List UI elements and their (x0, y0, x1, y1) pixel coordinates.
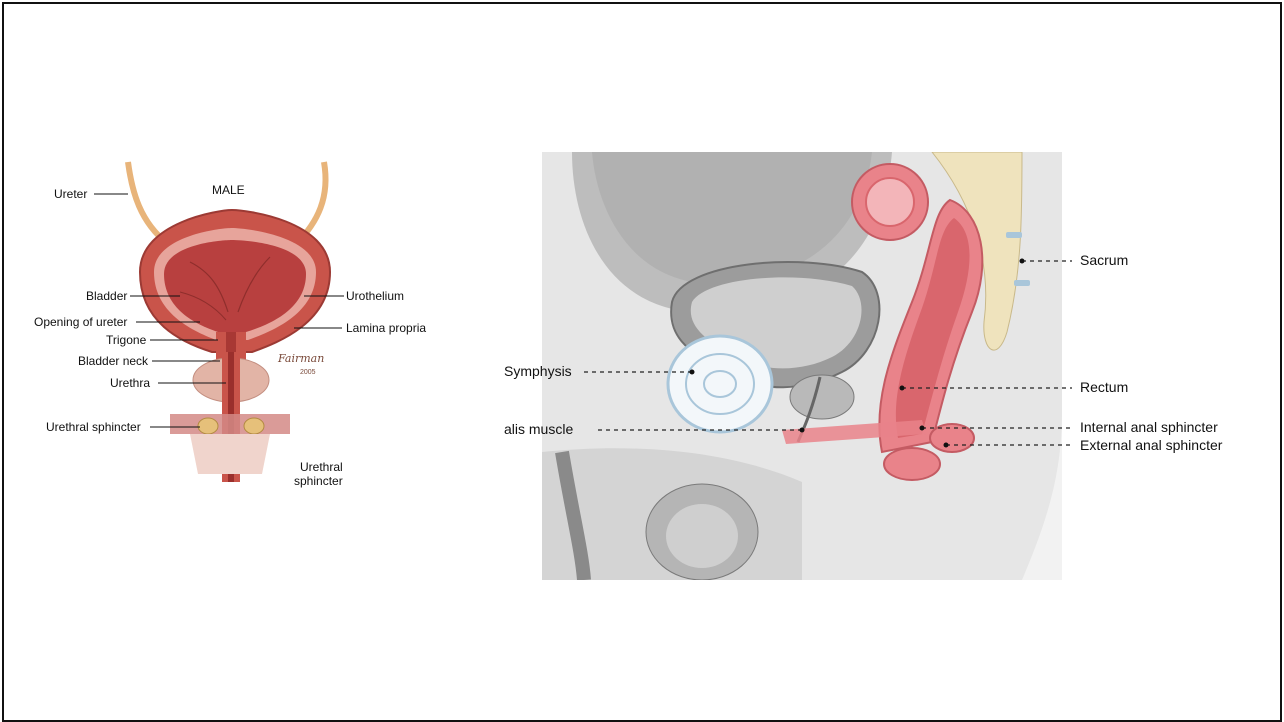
bladder-anatomy-figure: MALE Ureter Bladder Opening of ureter Tr… (40, 152, 450, 492)
label-urothelium: Urothelium (346, 289, 404, 303)
label-external-anal-sphincter: External anal sphincter (1080, 437, 1222, 453)
artist-signature: Fairman (278, 352, 324, 366)
pelvis-sagittal-figure: Sacrum Symphysis Rectum alis muscle Inte… (502, 152, 1242, 580)
label-symphysis: Symphysis (504, 363, 572, 379)
male-heading: MALE (212, 183, 245, 197)
label-trigone: Trigone (106, 333, 146, 347)
label-bladder: Bladder (86, 289, 127, 303)
label-urethra: Urethra (110, 376, 150, 390)
label-internal-anal-sphincter: Internal anal sphincter (1080, 419, 1218, 435)
label-ureter: Ureter (54, 187, 87, 201)
pelvis-illustration (502, 152, 1242, 580)
label-opening-of-ureter: Opening of ureter (34, 315, 127, 329)
label-urethral-sphincter-bottom-1: Urethral (300, 460, 343, 474)
artist-signature-year: 2005 (300, 366, 316, 380)
label-puborectalis-muscle: alis muscle (504, 421, 573, 437)
label-rectum: Rectum (1080, 379, 1128, 395)
label-lamina-propria: Lamina propria (346, 321, 426, 335)
label-sacrum: Sacrum (1080, 252, 1128, 268)
label-urethral-sphincter: Urethral sphincter (46, 420, 141, 434)
label-bladder-neck: Bladder neck (78, 354, 148, 368)
label-urethral-sphincter-bottom-2: sphincter (294, 474, 343, 488)
